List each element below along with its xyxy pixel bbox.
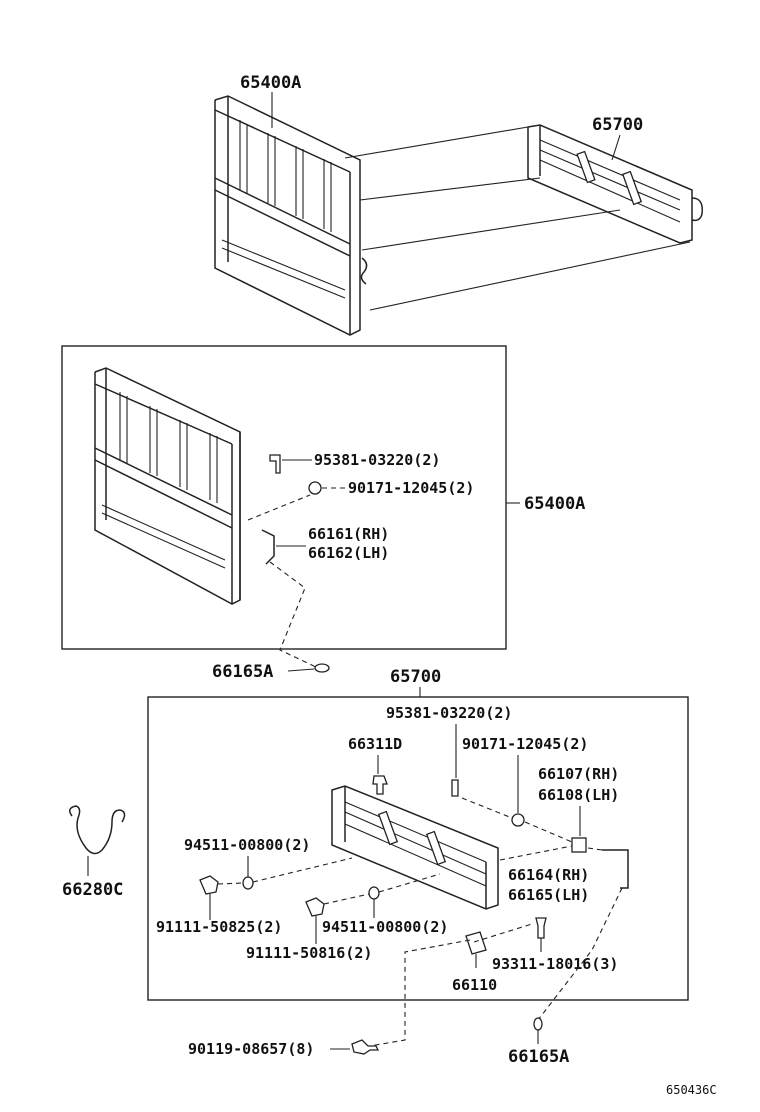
bolt-part xyxy=(269,454,281,474)
drawing-code: 650436C xyxy=(666,1083,717,1097)
label-94511-00800-lower: 94511-00800(2) xyxy=(322,918,448,936)
label-66165a-left: 66165A xyxy=(212,662,273,682)
bed-floor-lines xyxy=(344,126,691,311)
tailgate-drawing xyxy=(331,785,499,910)
pin-part-left xyxy=(314,663,330,673)
tailgate-detail-box xyxy=(147,696,689,1001)
bolt-part-bottom xyxy=(351,1039,380,1055)
hook-part xyxy=(372,775,388,795)
bolt-part-upper xyxy=(451,779,459,797)
bracket-part xyxy=(571,837,587,853)
label-91111-50816: 91111-50816(2) xyxy=(246,944,372,962)
headboard-drawing xyxy=(94,367,241,605)
label-65400a-ref: 65400A xyxy=(524,494,585,514)
label-94511-00800-upper: 94511-00800(2) xyxy=(184,836,310,854)
label-66108-lh: 66108(LH) xyxy=(538,786,619,804)
washer-part-lower xyxy=(368,886,380,900)
label-66110: 66110 xyxy=(452,976,497,994)
hinge-part xyxy=(261,529,275,565)
label-90171-12045-b: 90171-12045(2) xyxy=(462,735,588,753)
label-66165a-right: 66165A xyxy=(508,1047,569,1067)
bolt-part-825 xyxy=(199,875,219,895)
label-66162-lh: 66162(LH) xyxy=(308,544,389,562)
label-headboard-top: 65400A xyxy=(240,73,301,93)
label-66280c: 66280C xyxy=(62,880,123,900)
headboard-detail-box xyxy=(61,345,507,650)
label-95381-03220-b: 95381-03220(2) xyxy=(386,704,512,722)
label-90171-12045: 90171-12045(2) xyxy=(348,479,474,497)
tailgate-detail: 95381-03220(2) 66311D 90171-12045(2) 661… xyxy=(156,704,629,1047)
label-66165-lh: 66165(LH) xyxy=(508,886,589,904)
label-66311d: 66311D xyxy=(348,735,402,753)
label-91111-50825: 91111-50825(2) xyxy=(156,918,282,936)
bolt-part-816 xyxy=(305,897,325,917)
nut-part-upper xyxy=(511,813,525,827)
headboard-overview-drawing xyxy=(214,95,368,336)
plate-part xyxy=(465,931,487,955)
pin-part-right xyxy=(533,1017,543,1031)
label-90119-08657: 90119-08657(8) xyxy=(188,1040,314,1058)
label-66161-rh: 66161(RH) xyxy=(308,525,389,543)
headboard-detail: 95381-03220(2) 90171-12045(2) 66161(RH) … xyxy=(94,367,585,669)
nut-part xyxy=(308,481,322,495)
label-66164-rh: 66164(RH) xyxy=(508,866,589,884)
bed-overview: 65400A 65700 xyxy=(214,73,704,336)
label-95381-03220: 95381-03220(2) xyxy=(314,451,440,469)
label-66107-rh: 66107(RH) xyxy=(538,765,619,783)
label-tailgate-top: 65700 xyxy=(592,115,643,135)
label-65700-ref: 65700 xyxy=(390,667,441,687)
hinge-rod-part xyxy=(602,849,629,889)
tailgate-overview-drawing xyxy=(527,124,704,244)
washer-part-upper xyxy=(242,876,254,890)
cable-part xyxy=(69,805,126,876)
label-93311-18016: 93311-18016(3) xyxy=(492,955,618,973)
screw-part xyxy=(535,917,547,939)
